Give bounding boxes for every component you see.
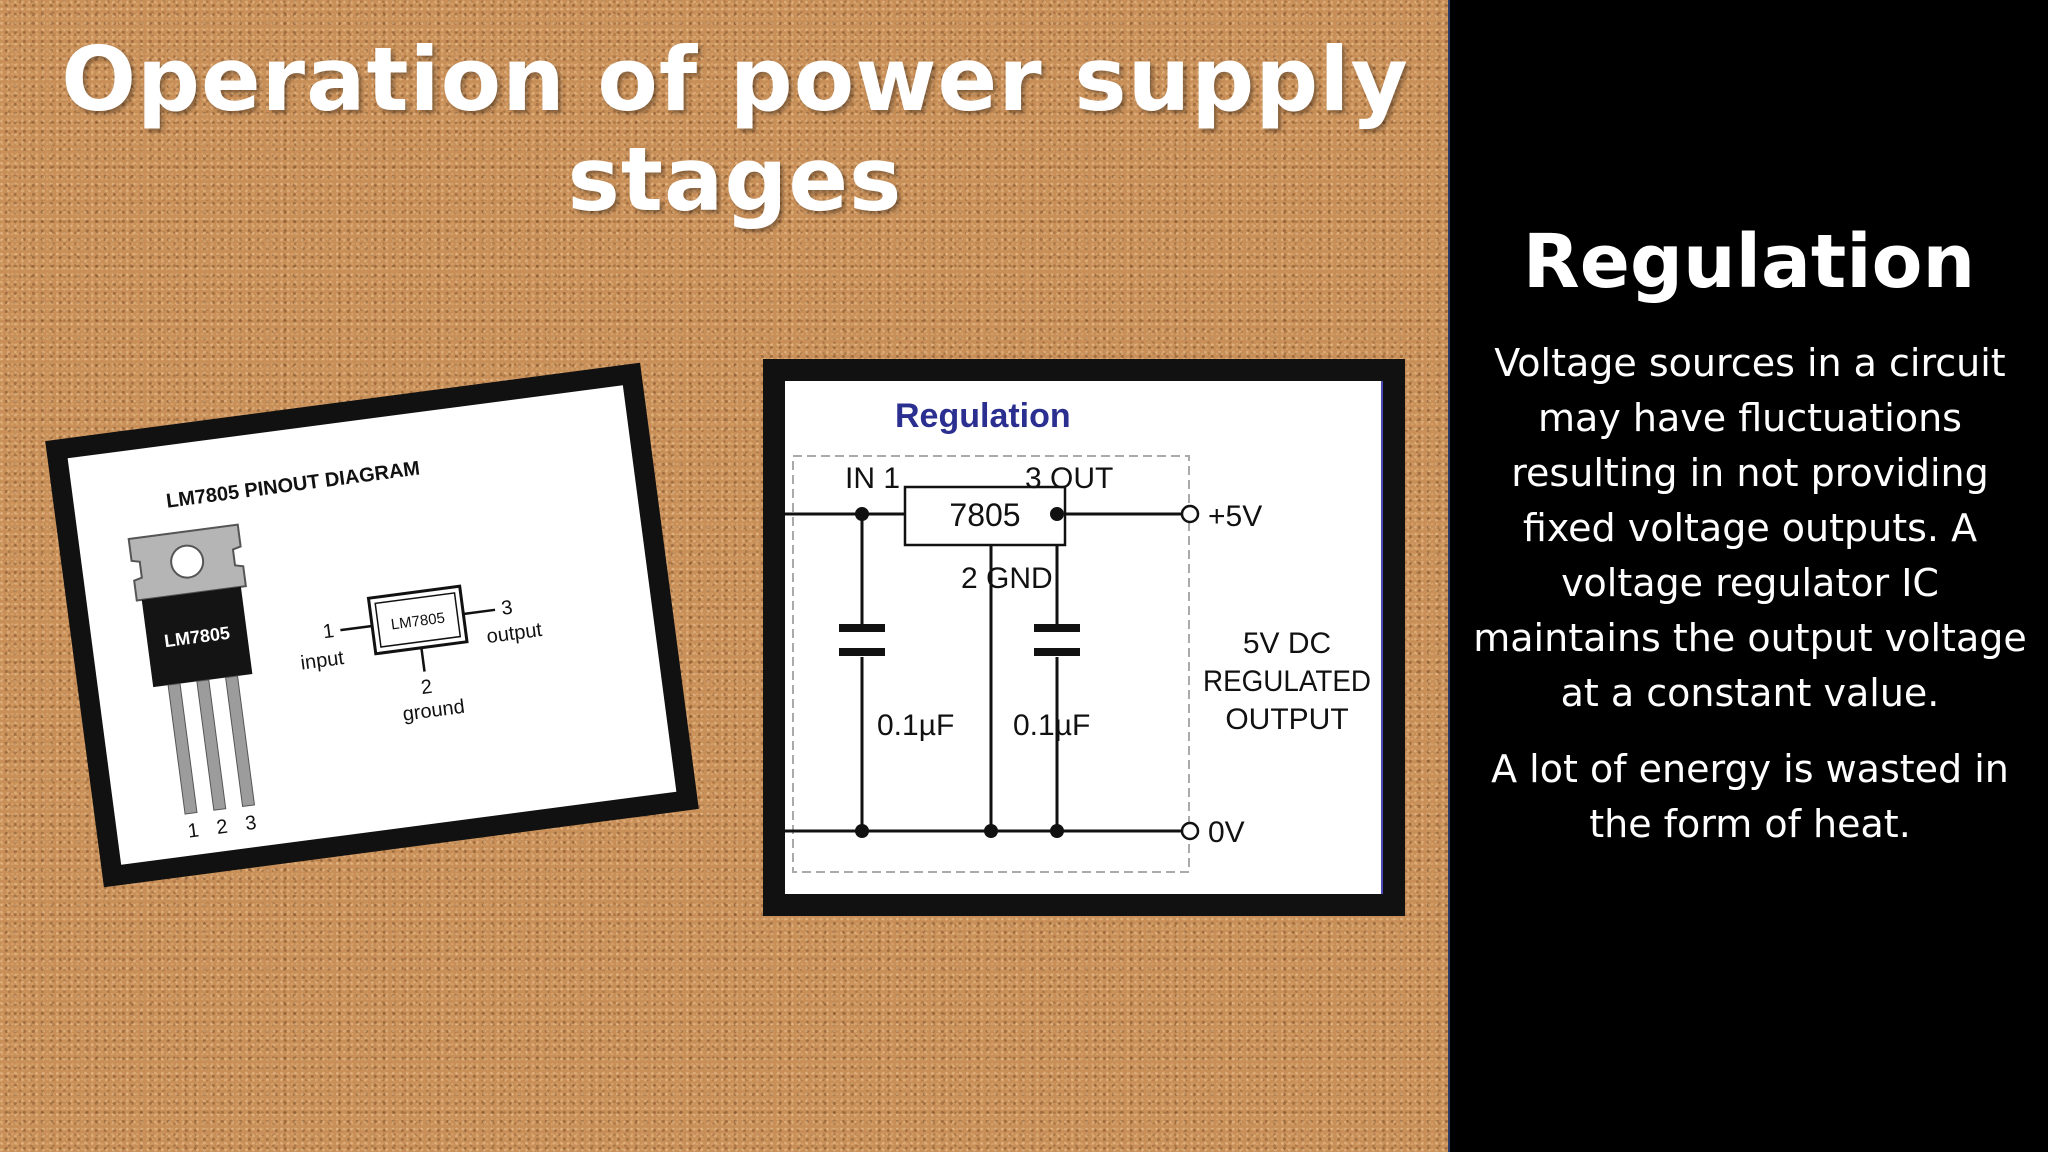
sidebar-title: Regulation (1522, 219, 1976, 305)
package-pin-number: 3 (244, 812, 258, 835)
in-label: IN 1 (845, 462, 900, 495)
package-pin-number: 2 (215, 816, 229, 839)
pinout-diagram: LM7805 PINOUT DIAGRAM LM7805 1 2 3 (67, 385, 677, 865)
symbol-label: LM7805 (390, 610, 446, 634)
regulator-ic (903, 485, 1067, 547)
pinout-diagram-card: LM7805 PINOUT DIAGRAM LM7805 1 2 3 (45, 362, 699, 888)
zero-volt-label: 0V (1208, 816, 1245, 849)
output-desc-line: 5V DC (1243, 627, 1331, 660)
pin1-number: 1 (322, 620, 336, 643)
ic-label: 7805 (949, 497, 1020, 533)
pinout-diagram-graphic: LM7805 PINOUT DIAGRAM LM7805 1 2 3 (127, 458, 544, 843)
capacitor-icon (839, 624, 885, 656)
lm7805-symbol-icon (340, 584, 496, 672)
pin2-number: 2 (420, 676, 434, 699)
regulation-sidebar: Regulation Voltage sources in a circuit … (1448, 0, 2048, 1152)
plus-5v-label: +5V (1208, 500, 1262, 533)
output-desc-line: OUTPUT (1225, 703, 1348, 736)
pinout-heading: LM7805 PINOUT DIAGRAM (165, 458, 421, 513)
terminal-icon (1180, 504, 1200, 524)
gnd-label: 2 GND (961, 562, 1053, 595)
cap2-label: 0.1µF (1013, 709, 1090, 742)
regulation-diagram: Regulation (785, 381, 1383, 894)
pin3-name: output (485, 619, 543, 648)
capacitor-icon (1034, 624, 1080, 656)
circuit-boundary (792, 455, 1190, 873)
package-pin-number: 1 (186, 819, 200, 842)
pin2-name: ground (401, 696, 466, 726)
sidebar-paragraph: A lot of energy is wasted in the form of… (1491, 747, 2009, 846)
regulation-diagram-card: Regulation (763, 359, 1405, 916)
pin3-number: 3 (500, 597, 514, 620)
output-desc-line: REGULATED (1203, 665, 1371, 698)
out-label: 3 OUT (1025, 462, 1113, 495)
pin1-name: input (299, 647, 345, 675)
cap1-label: 0.1µF (877, 709, 954, 742)
regulation-circuit-graphic: Regulation (785, 381, 1383, 894)
slide-title: Operation of power supply stages (61, 28, 1409, 231)
terminal-icon (1180, 821, 1200, 841)
lm7805-package-icon (127, 523, 256, 815)
circuit-heading: Regulation (895, 397, 1071, 435)
sidebar-paragraph: Voltage sources in a circuit may have fl… (1473, 341, 2027, 715)
junction-dots (855, 507, 1064, 838)
